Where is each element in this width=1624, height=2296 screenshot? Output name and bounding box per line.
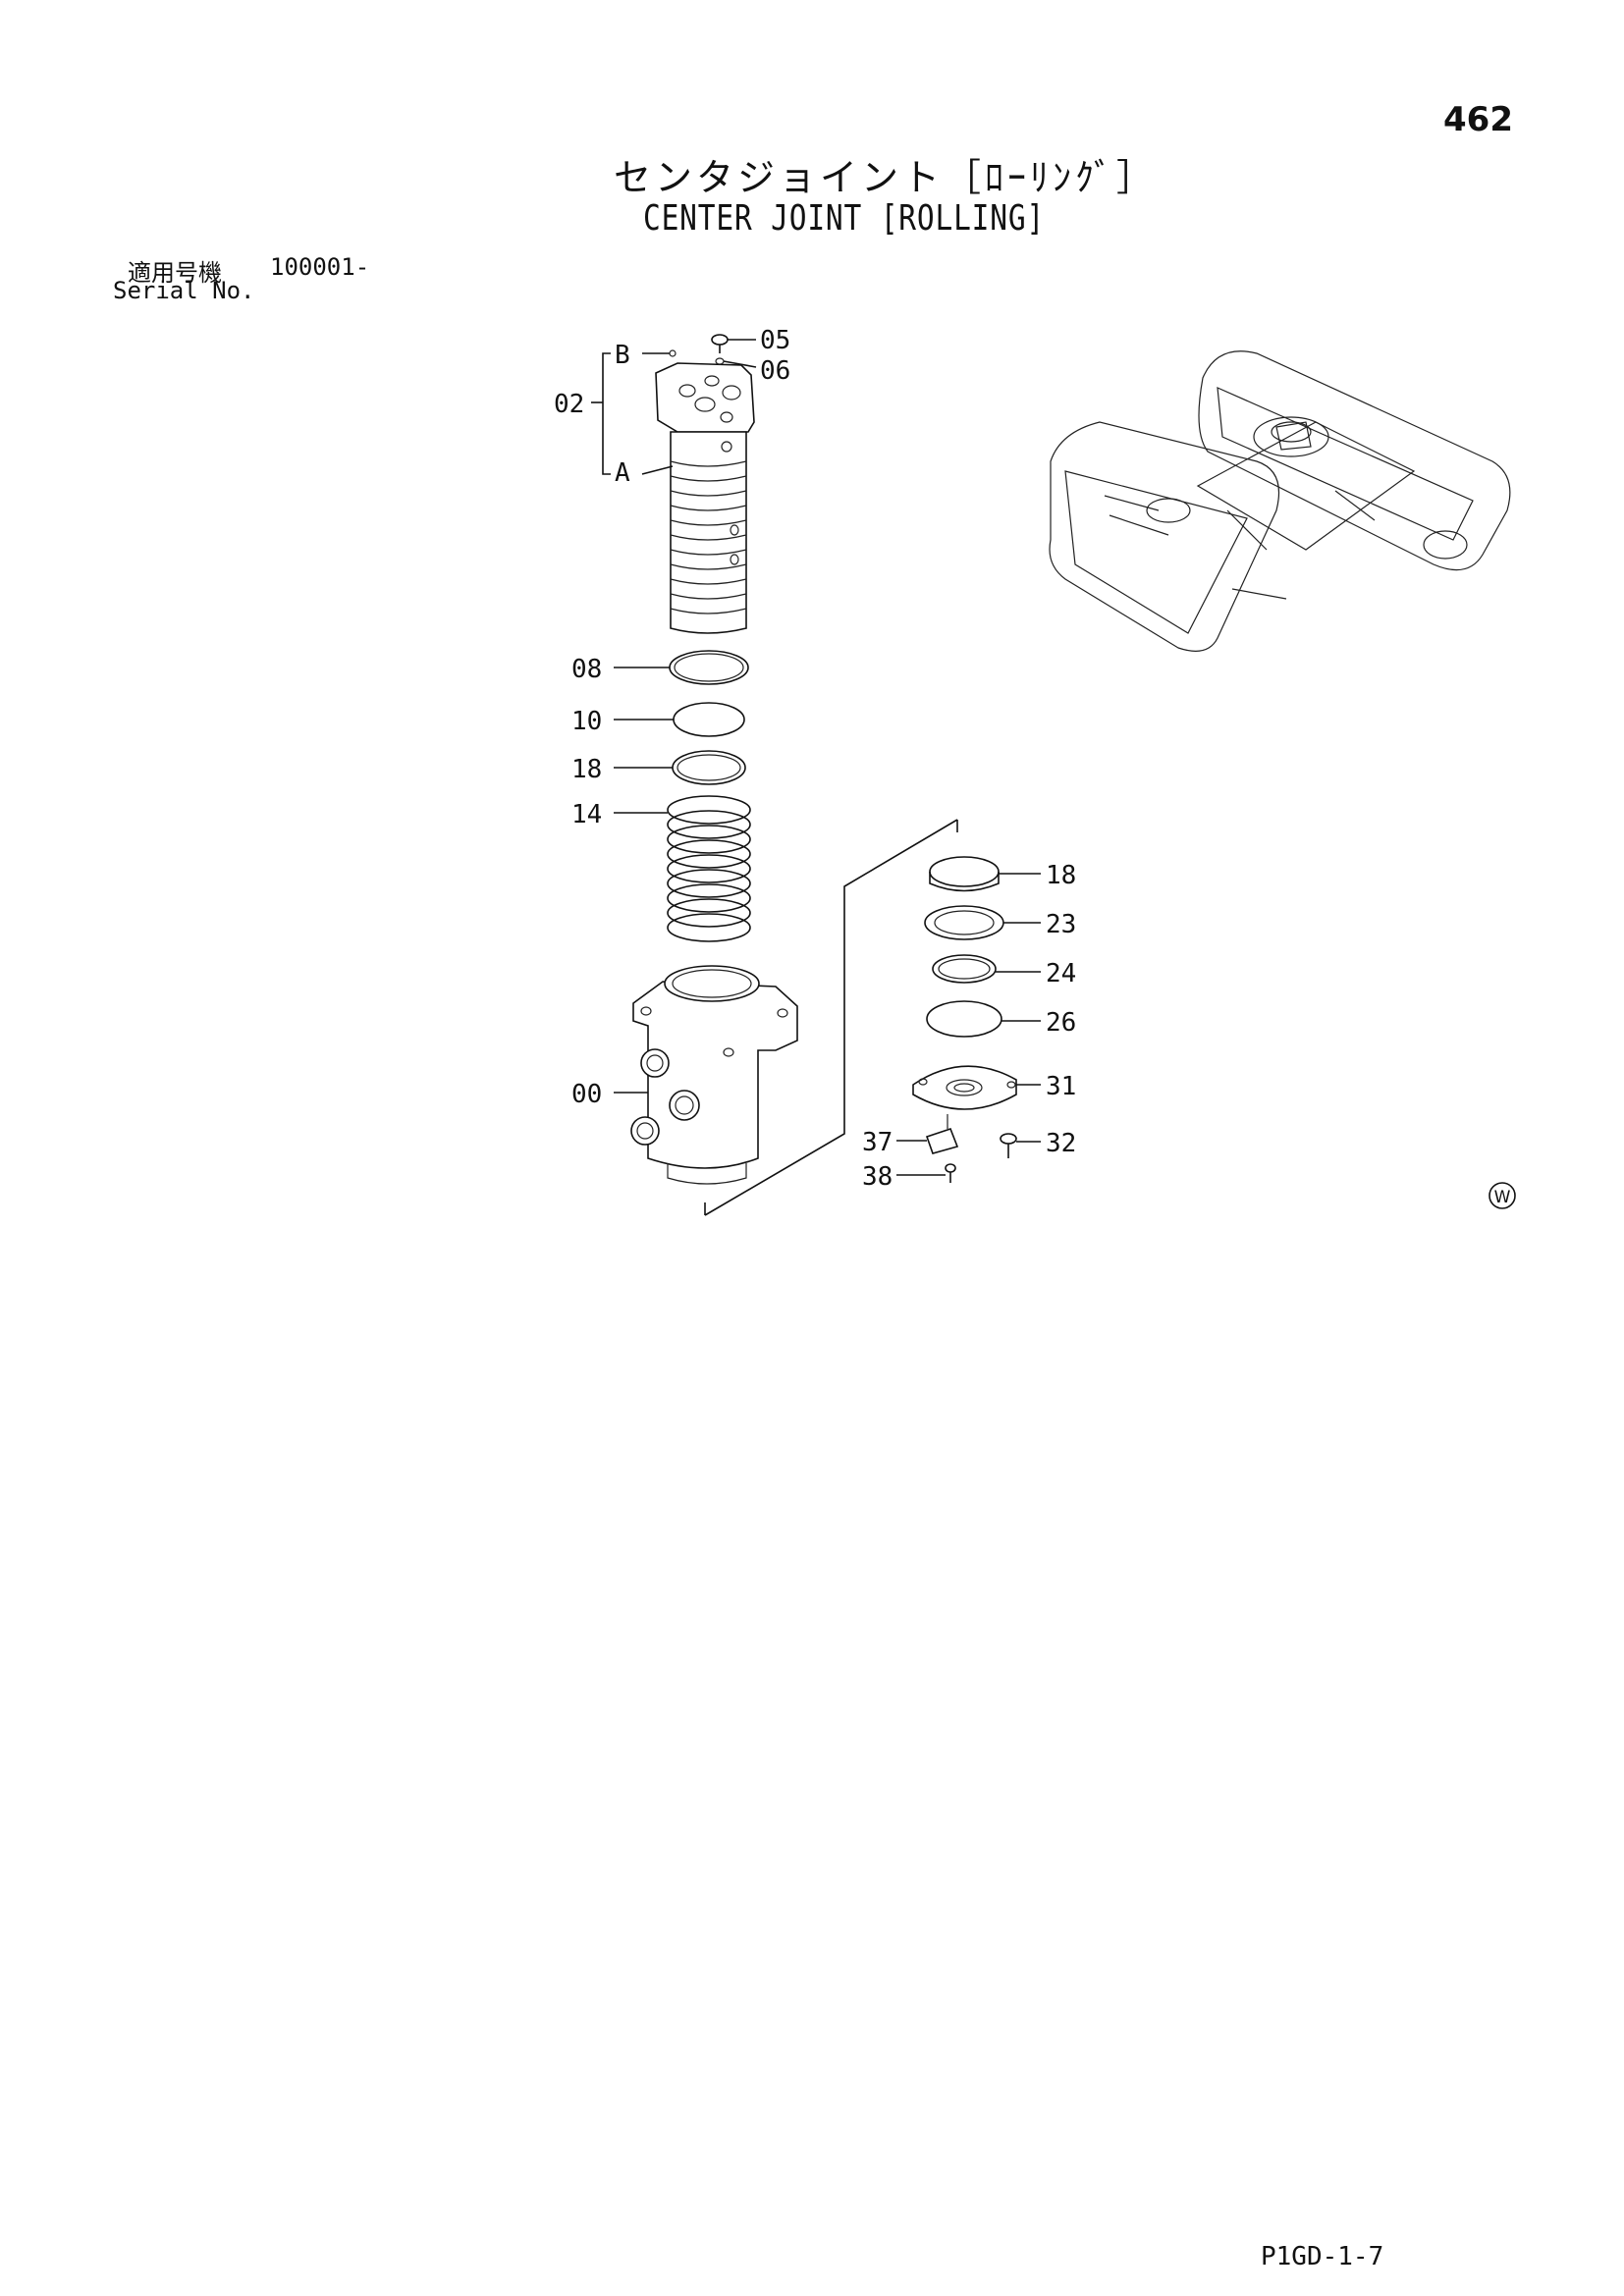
callout-08: 08 [571, 655, 602, 684]
page-code: P1GD-1-7 [1261, 2242, 1384, 2271]
snap-ring-24-drawing [932, 954, 997, 984]
callout-14: 14 [571, 800, 602, 829]
callout-10: 10 [571, 707, 602, 736]
circled-w-letter: W [1494, 1188, 1511, 1207]
callout-38: 38 [862, 1162, 893, 1192]
callout-00: 00 [571, 1080, 602, 1109]
cover-31-drawing [912, 1065, 1017, 1110]
spool-assembly-drawing [655, 362, 755, 634]
callout-24: 24 [1046, 959, 1076, 988]
plate-23-drawing [924, 905, 1004, 940]
callout-37: 37 [862, 1128, 893, 1157]
callout-26: 26 [1046, 1008, 1076, 1038]
assembly-connector-line [704, 819, 958, 1216]
bolt-32-drawing [1000, 1133, 1017, 1158]
serial-number-value: 100001- [270, 253, 370, 281]
page-title-japanese: センタジョイント［ﾛｰﾘﾝｸﾞ］ [614, 156, 1159, 199]
callout-A: A [615, 458, 630, 488]
callout-18-left: 18 [571, 755, 602, 784]
screw-38-drawing [945, 1163, 956, 1183]
bolt-05-drawing [669, 334, 729, 365]
callout-05: 05 [760, 326, 790, 355]
callout-32: 32 [1046, 1129, 1076, 1158]
callout-B: B [615, 341, 630, 370]
ring-18-right-drawing [929, 856, 1000, 892]
serial-label-english: Serial No. [113, 277, 255, 304]
callout-23: 23 [1046, 910, 1076, 939]
serial-label-japanese: 適用号機 [128, 259, 222, 287]
body-00-drawing [630, 965, 798, 1185]
plate-37-drawing [925, 1114, 959, 1154]
callout-06: 06 [760, 356, 790, 386]
ring-18-drawing [672, 750, 746, 785]
page-number: 462 [1443, 100, 1513, 139]
page-title-english: CENTER JOINT [ROLLING] [643, 198, 1046, 239]
circled-w-mark [1489, 1182, 1516, 1209]
seal-stack-14-drawing [667, 795, 751, 942]
callout-02: 02 [554, 390, 584, 419]
disc-26-drawing [926, 1000, 1002, 1038]
disc-10-drawing [673, 702, 745, 737]
o-ring-08-drawing [669, 650, 749, 685]
undercarriage-inset-drawing [1049, 350, 1511, 652]
callout-31: 31 [1046, 1072, 1076, 1101]
callout-18-right: 18 [1046, 861, 1076, 890]
